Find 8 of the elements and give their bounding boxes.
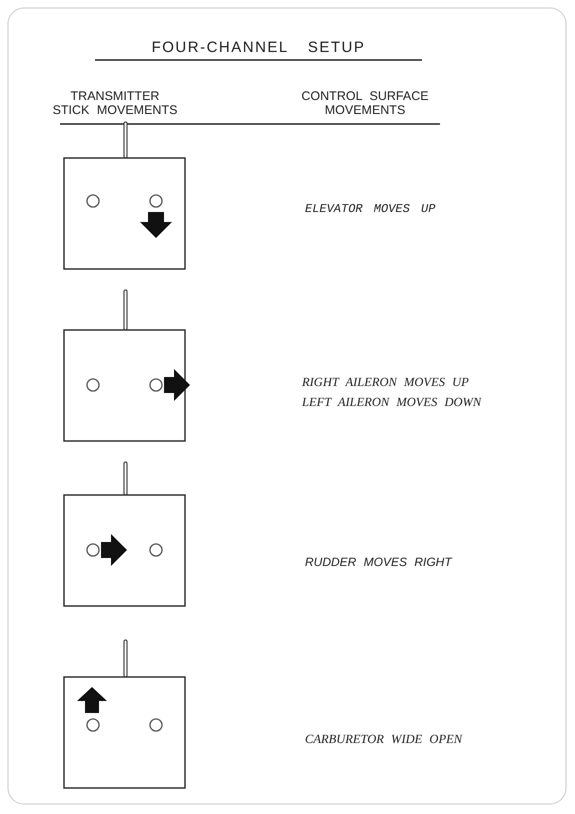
movement-description: CARBURETOR WIDE OPEN bbox=[305, 733, 462, 747]
movement-description: ELEVATOR MOVES UP bbox=[305, 203, 436, 216]
movement-description: RUDDER MOVES RIGHT bbox=[305, 556, 452, 570]
movement-description: LEFT AILERON MOVES DOWN bbox=[302, 396, 482, 410]
column-heading: CONTROL SURFACE MOVEMENTS bbox=[300, 90, 430, 118]
title: FOUR-CHANNEL SETUP bbox=[150, 40, 366, 56]
movement-description: RIGHT AILERON MOVES UP bbox=[302, 376, 469, 390]
column-heading: TRANSMITTER STICK MOVEMENTS bbox=[52, 90, 178, 118]
